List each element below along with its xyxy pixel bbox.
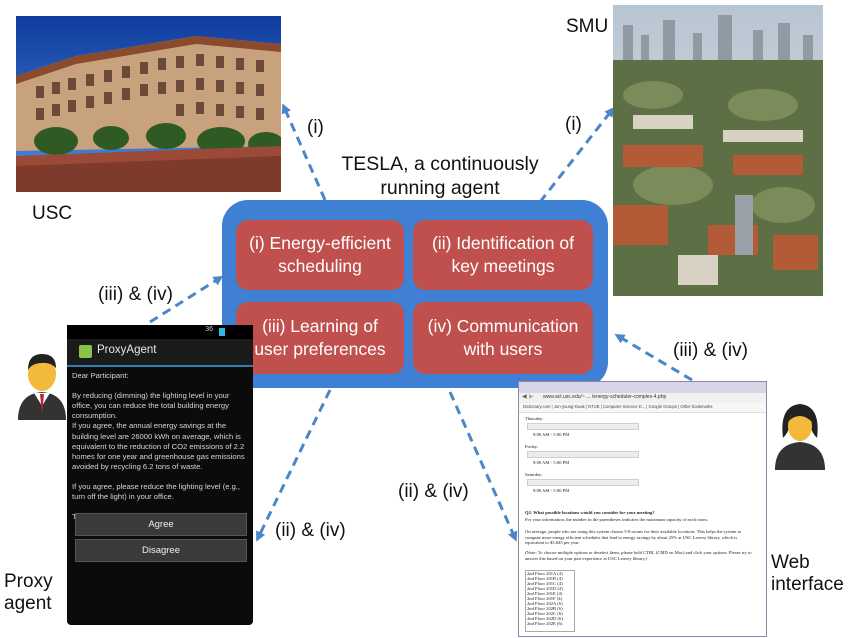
room-select-list[interactable]: 2nd Floor 201A (4) 2nd Floor 201B (4) 2n… bbox=[525, 570, 575, 632]
capability-energy-scheduling: (i) Energy-efficient scheduling bbox=[236, 220, 404, 290]
day-slider-fri[interactable] bbox=[527, 451, 639, 458]
forward-icon[interactable]: ▶ bbox=[529, 394, 534, 400]
room-option[interactable]: 2nd Floor 202B (6) bbox=[527, 606, 563, 611]
arrow-to-usc bbox=[281, 103, 327, 201]
usc-label: USC bbox=[32, 203, 73, 224]
room-option[interactable]: 2nd Floor 202A (6) bbox=[527, 601, 563, 606]
arrow-label-smu: (i) bbox=[565, 114, 582, 135]
multi-select-note: (Note: To choose multiple options or des… bbox=[525, 550, 752, 561]
arrow-label-proxy-in: (iii) & (iv) bbox=[98, 284, 173, 305]
arrow-to-web bbox=[448, 391, 518, 542]
capability-learning-preferences: (iii) Learning of user preferences bbox=[236, 302, 404, 374]
app-icon bbox=[79, 345, 92, 358]
room-option[interactable]: 2nd Floor 202C (6) bbox=[527, 611, 563, 616]
female-user-icon bbox=[775, 404, 825, 470]
browser-tab-strip bbox=[519, 382, 766, 393]
back-icon[interactable]: ◀ bbox=[522, 394, 527, 400]
day-label-thu: Thursday: bbox=[525, 416, 544, 421]
bookmarks-text: Dictionary.com | Jun-young Kwak | NTUE |… bbox=[523, 404, 713, 409]
disagree-button[interactable]: Disagree bbox=[75, 539, 247, 562]
phone-message: Dear Participant: By reducing (dimming) … bbox=[72, 371, 245, 521]
web-interface-caption: Web interface bbox=[771, 552, 844, 595]
arrow-label-web-out: (ii) & (iv) bbox=[398, 481, 469, 502]
tesla-title: TESLA, a continuously running agent bbox=[341, 153, 539, 200]
room-option[interactable]: 2nd Floor 201A (4) bbox=[527, 571, 563, 576]
arrow-to-proxy bbox=[256, 389, 332, 542]
proxy-agent-phone: 36 ProxyAgent Dear Participant: By reduc… bbox=[67, 325, 253, 625]
day-time-thu: 9:00 AM - 5:00 PM bbox=[533, 432, 570, 437]
tesla-agent-box: (i) Energy-efficient scheduling (ii) Ide… bbox=[222, 200, 608, 388]
day-time-fri: 9:00 AM - 5:00 PM bbox=[533, 460, 570, 465]
room-option[interactable]: 2nd Floor 202E (6) bbox=[527, 621, 563, 626]
day-slider-thu[interactable] bbox=[527, 423, 639, 430]
day-label-fri: Friday: bbox=[525, 444, 539, 449]
web-interface-browser: ◀ ▶ www.act.usc.edu/~ ... /energy-schedu… bbox=[518, 381, 767, 637]
question-text: Q2. What possible locations would you co… bbox=[525, 510, 655, 515]
room-option[interactable]: 2nd Floor 202D (6) bbox=[527, 616, 563, 621]
capability-communication: (iv) Communication with users bbox=[413, 302, 593, 374]
arrow-label-usc: (i) bbox=[307, 117, 324, 138]
app-name: ProxyAgent bbox=[97, 344, 157, 356]
arrow-label-web-in: (iii) & (iv) bbox=[673, 340, 748, 361]
app-title-bar: ProxyAgent bbox=[67, 339, 253, 367]
smu-campus-photo bbox=[613, 5, 823, 296]
proxy-agent-caption: Proxy agent bbox=[4, 571, 53, 614]
room-option[interactable]: 2nd Floor 201F (4) bbox=[527, 596, 563, 601]
battery-icon bbox=[219, 328, 225, 336]
arrow-from-proxy bbox=[149, 275, 224, 324]
room-option[interactable]: 2nd Floor 201C (4) bbox=[527, 581, 563, 586]
room-option[interactable]: 2nd Floor 201B (4) bbox=[527, 576, 563, 581]
room-option[interactable]: 2nd Floor 201D (4) bbox=[527, 586, 563, 591]
day-slider-sat[interactable] bbox=[527, 479, 639, 486]
capability-key-meetings: (ii) Identification of key meetings bbox=[413, 220, 593, 290]
agree-button[interactable]: Agree bbox=[75, 513, 247, 536]
smu-label: SMU bbox=[566, 16, 609, 37]
day-label-sat: Saturday: bbox=[525, 472, 543, 477]
usc-campus-photo bbox=[16, 16, 281, 192]
room-option[interactable]: 2nd Floor 201E (4) bbox=[527, 591, 563, 596]
day-time-sat: 9:00 AM - 5:00 PM bbox=[533, 488, 570, 493]
question-note: For your information, the number in the … bbox=[525, 517, 708, 522]
phone-status-bar: 36 bbox=[67, 325, 253, 339]
signal-status: 36 bbox=[205, 326, 213, 333]
male-user-icon bbox=[18, 354, 66, 420]
bookmarks-bar: Dictionary.com | Jun-young Kwak | NTUE |… bbox=[519, 403, 766, 413]
arrow-label-proxy-out: (ii) & (iv) bbox=[275, 520, 346, 541]
url-text: www.act.usc.edu/~ ... /energy-scheduler-… bbox=[543, 394, 667, 400]
average-note: On average, people who are using this sy… bbox=[525, 529, 742, 546]
arrow-to-smu bbox=[538, 106, 615, 203]
